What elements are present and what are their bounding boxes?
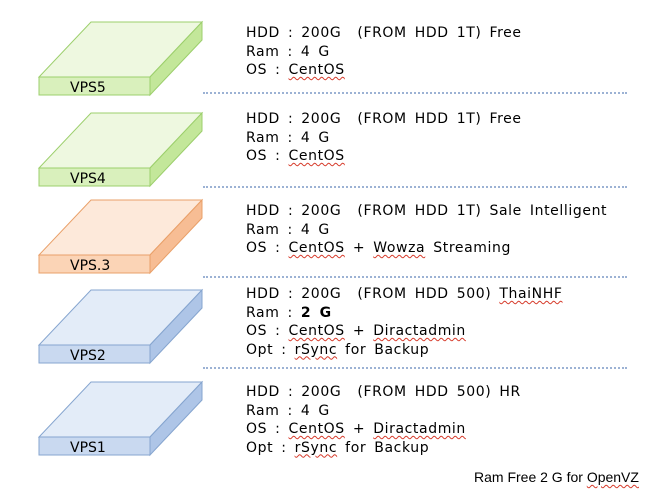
separator-line (203, 367, 627, 369)
spec-line: OS : CentOS (246, 147, 522, 166)
spec-line: Ram : 4 G (246, 402, 521, 421)
spellcheck-word: rSync (294, 439, 338, 456)
spec-text: Streaming (425, 240, 511, 256)
spec-text: Opt : (246, 439, 295, 456)
spec-line: Ram : 4 G (246, 221, 607, 240)
spec-text: Ram : 4 G (246, 221, 330, 238)
spec-text: Ram : (246, 304, 301, 321)
spec-line: Opt : rSync for Backup (246, 341, 563, 360)
spellcheck-word: CentOS (288, 240, 345, 256)
spec-line: HDD : 200G (FROM HDD 1T) Sale Intelligen… (246, 202, 607, 221)
spec-line: OS : CentOS + Diractadmin (246, 322, 563, 341)
spec-line: Ram : 2 G (246, 304, 563, 323)
spec-text: for Backup (337, 341, 430, 358)
server-label: VPS5 (70, 80, 106, 96)
spec-line: Opt : rSync for Backup (246, 439, 521, 458)
slab-front-face (38, 76, 151, 96)
spec-text: + (344, 240, 374, 256)
spec-text: OS : (246, 240, 289, 256)
separator-line (203, 186, 627, 188)
spec-line: HDD : 200G (FROM HDD 1T) Free (246, 24, 522, 43)
footer-prefix: Ram Free 2 G for (474, 469, 587, 485)
spec-line: HDD : 200G (FROM HDD 500) ThaiNHF (246, 285, 563, 304)
spec-text: Ram : 4 G (246, 402, 330, 419)
spellcheck-word: Wowza (373, 240, 426, 256)
server-specs-3: HDD : 200G (FROM HDD 1T) Sale Intelligen… (246, 202, 607, 258)
spec-line: Ram : 4 G (246, 43, 522, 62)
server-label: VPS1 (70, 440, 106, 456)
server-label: VPS4 (70, 171, 106, 187)
slab-front-face (38, 167, 151, 187)
spec-line: OS : CentOS + Diractadmin (246, 420, 521, 439)
server-label: VPS.3 (70, 258, 110, 274)
slab-front-face (38, 344, 151, 364)
spec-text: 2 G (300, 304, 332, 321)
slab-front-face (38, 254, 151, 274)
spec-text: OS : (246, 62, 289, 78)
server-slab-1: VPS5 (37, 20, 204, 97)
spec-text: HDD : 200G (FROM HDD 1T) Free (246, 111, 522, 127)
spellcheck-word: Diractadmin (373, 421, 466, 437)
slab-front-face (38, 436, 151, 456)
spec-line: Ram : 4 G (246, 129, 522, 148)
spec-text: OS : (246, 323, 289, 339)
server-slab-2: VPS4 (37, 111, 204, 188)
spellcheck-word: rSync (294, 341, 338, 358)
footer-highlight: OpenVZ (586, 469, 639, 485)
spec-text: HDD : 200G (FROM HDD 1T) Free (246, 25, 522, 41)
footer-note: Ram Free 2 G for OpenVZ (474, 469, 639, 485)
spec-line: HDD : 200G (FROM HDD 1T) Free (246, 110, 522, 129)
spec-text: HDD : 200G (FROM HDD 1T) Sale Intelligen… (246, 203, 608, 219)
separator-line (203, 276, 627, 278)
spellcheck-word: Diractadmin (373, 323, 466, 339)
server-label: VPS2 (70, 348, 106, 364)
spellcheck-word: CentOS (288, 421, 345, 437)
server-slab-4: VPS2 (37, 288, 204, 365)
separator-line (203, 92, 627, 94)
spec-text: for Backup (337, 439, 430, 456)
spec-text: Opt : (246, 341, 295, 358)
spec-line: HDD : 200G (FROM HDD 500) HR (246, 383, 521, 402)
spec-text: Ram : 4 G (246, 129, 330, 146)
spellcheck-word: CentOS (288, 148, 345, 164)
spellcheck-word: CentOS (288, 62, 345, 78)
spec-text: OS : (246, 148, 289, 164)
spec-line: OS : CentOS (246, 61, 522, 80)
spec-text: HDD : 200G (FROM HDD 500) (246, 286, 500, 302)
spellcheck-word: CentOS (288, 323, 345, 339)
spec-text: + (344, 421, 374, 437)
server-slab-5: VPS1 (37, 380, 204, 457)
spec-line: OS : CentOS + Wowza Streaming (246, 239, 607, 258)
spec-text: Ram : 4 G (246, 43, 330, 60)
spellcheck-word: ThaiNHF (499, 286, 563, 302)
spec-text: HDD : 200G (FROM HDD 500) HR (246, 384, 521, 400)
spec-text: OS : (246, 421, 289, 437)
server-slab-3: VPS.3 (37, 198, 204, 275)
spec-text: + (344, 323, 374, 339)
